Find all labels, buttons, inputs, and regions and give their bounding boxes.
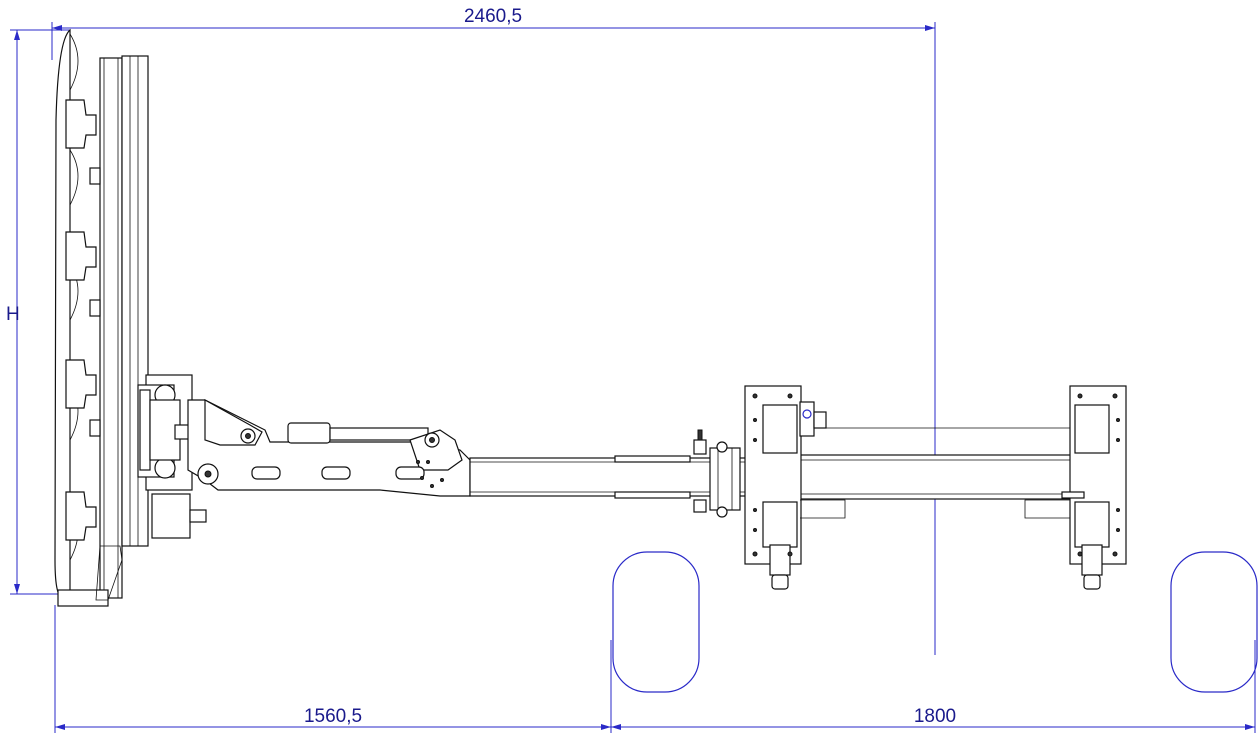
bracket-left [744, 385, 846, 590]
bracket-right [1024, 385, 1127, 590]
wheel-right [1170, 551, 1258, 693]
dimension-total-width: 2460,5 [51, 6, 936, 655]
dimension-left-offset: 1560,5 [54, 605, 612, 733]
arm [187, 398, 471, 497]
dimension-left-offset-label: 1560,5 [304, 706, 362, 727]
dimension-height-label: H [6, 304, 20, 325]
wheel-left [612, 551, 700, 693]
head-mount [137, 374, 207, 539]
dimension-track-width: 1800 [611, 640, 1256, 733]
mower-head [54, 28, 149, 607]
hitch-plate [693, 429, 741, 518]
dimension-total-width-label: 2460,5 [464, 6, 522, 27]
dimension-track-width-label: 1800 [914, 706, 956, 727]
dimension-height: H [6, 29, 70, 595]
